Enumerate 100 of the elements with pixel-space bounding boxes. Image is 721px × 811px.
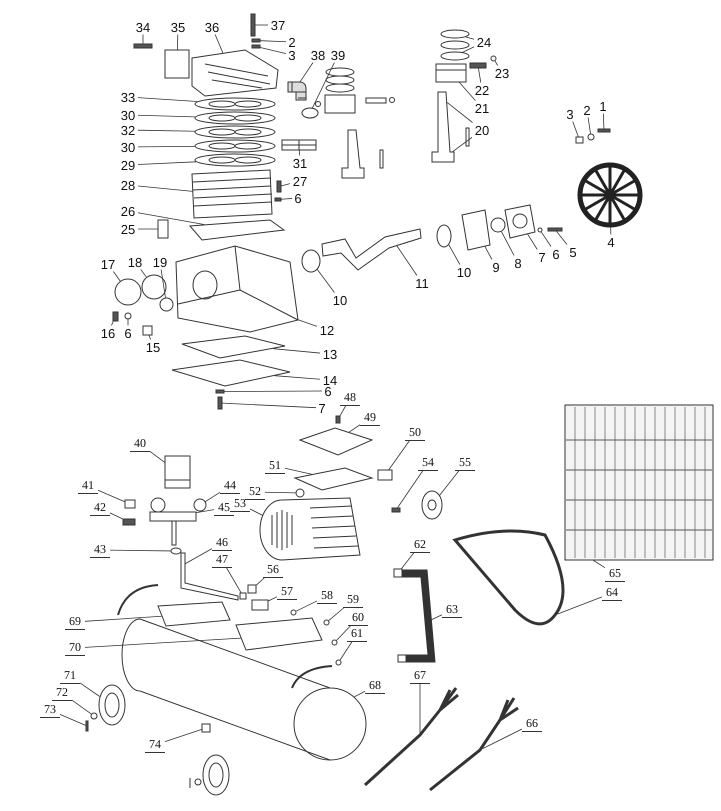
leader-line bbox=[148, 334, 151, 340]
leader-line bbox=[446, 102, 473, 123]
leader-line bbox=[556, 596, 602, 614]
nut bbox=[290, 610, 296, 616]
washer bbox=[216, 390, 224, 394]
pulley bbox=[422, 490, 442, 520]
leader-line bbox=[138, 146, 196, 148]
bolt bbox=[218, 396, 222, 410]
leader-line bbox=[458, 82, 476, 101]
leader-line bbox=[281, 183, 290, 186]
leader-line bbox=[176, 34, 178, 50]
callout-number: 18 bbox=[125, 254, 145, 270]
callout-number: 12 bbox=[317, 322, 337, 338]
callout-number: 4 bbox=[605, 234, 617, 250]
bolt bbox=[134, 44, 152, 48]
callout-number: 68 bbox=[365, 678, 385, 694]
nut bbox=[332, 640, 338, 646]
callout-number: 27 bbox=[290, 174, 310, 188]
leader-line bbox=[260, 40, 286, 42]
leader-line bbox=[540, 232, 552, 247]
callout-number: 19 bbox=[150, 254, 170, 270]
callout-number: 8 bbox=[512, 256, 524, 270]
callout-number: 44 bbox=[220, 478, 240, 494]
hose bbox=[398, 570, 436, 662]
gasket bbox=[194, 126, 276, 138]
leader-line bbox=[250, 508, 263, 516]
power-cable bbox=[428, 696, 520, 792]
callout-number: 56 bbox=[263, 562, 283, 578]
leader-line bbox=[397, 470, 424, 508]
leader-line bbox=[80, 682, 100, 697]
leader-line bbox=[112, 271, 121, 282]
callout-number: 29 bbox=[118, 158, 138, 172]
check-valve bbox=[252, 600, 268, 610]
callout-number: 70 bbox=[65, 640, 85, 656]
reed-valve bbox=[282, 140, 316, 150]
pin bbox=[250, 14, 256, 36]
breather-cap bbox=[158, 220, 168, 238]
electric-motor bbox=[260, 498, 360, 560]
cylinder-block bbox=[191, 169, 273, 219]
elbow-fitting bbox=[288, 82, 306, 100]
leader-line bbox=[138, 161, 197, 165]
pump-bracket bbox=[157, 601, 231, 627]
callout-number: 36 bbox=[202, 20, 222, 34]
leader-line bbox=[348, 424, 360, 433]
bolt bbox=[598, 128, 610, 132]
leader-line bbox=[478, 68, 482, 83]
callout-number: 2 bbox=[286, 34, 298, 50]
callout-number: 38 bbox=[308, 48, 328, 62]
leader-line bbox=[388, 440, 410, 470]
callout-number: 65 bbox=[605, 566, 625, 582]
terminal-box bbox=[293, 467, 374, 491]
leader-line bbox=[610, 226, 612, 235]
callout-number: 17 bbox=[98, 256, 118, 272]
leader-line bbox=[138, 97, 198, 102]
callout-number: 46 bbox=[212, 536, 232, 550]
callout-number: 10 bbox=[454, 264, 474, 280]
leader-line bbox=[431, 614, 442, 620]
leader-line bbox=[336, 625, 352, 641]
unloader-valve bbox=[194, 498, 206, 512]
piston-ring bbox=[440, 52, 470, 60]
gasket bbox=[461, 209, 491, 251]
callout-number: 39 bbox=[328, 48, 348, 62]
hose-fitting bbox=[394, 568, 402, 578]
leader-line bbox=[592, 560, 606, 568]
callout-number: 53 bbox=[230, 496, 250, 512]
leader-line bbox=[572, 121, 579, 138]
leader-line bbox=[98, 490, 125, 502]
washer bbox=[588, 134, 594, 140]
callout-number: 15 bbox=[143, 340, 163, 354]
callout-number: 35 bbox=[168, 20, 188, 34]
leader-line bbox=[328, 607, 345, 621]
callout-number: 69 bbox=[65, 614, 85, 630]
leader-line bbox=[60, 714, 86, 726]
gasket bbox=[142, 274, 166, 300]
callout-number: 30 bbox=[118, 108, 138, 122]
callout-number: 40 bbox=[130, 436, 150, 452]
callout-number: 50 bbox=[405, 426, 425, 440]
leader-line bbox=[110, 550, 171, 552]
callout-number: 54 bbox=[418, 456, 438, 470]
leader-line bbox=[296, 600, 318, 612]
fitting bbox=[240, 592, 246, 600]
leader-line bbox=[300, 62, 314, 82]
callout-number: 58 bbox=[317, 588, 337, 604]
callout-number: 63 bbox=[442, 602, 462, 618]
drain-plug bbox=[142, 326, 152, 336]
leader-line bbox=[298, 150, 300, 156]
bottom-plate bbox=[172, 360, 290, 387]
crankshaft bbox=[321, 228, 422, 271]
washer bbox=[252, 44, 260, 48]
valve-plate bbox=[194, 112, 276, 124]
leader-line bbox=[501, 231, 514, 256]
callout-number: 42 bbox=[90, 500, 110, 516]
callout-number: 72 bbox=[52, 686, 72, 700]
leader-line bbox=[462, 46, 474, 53]
callout-number: 7 bbox=[316, 400, 328, 416]
fitting bbox=[122, 518, 136, 526]
leader-line bbox=[280, 198, 292, 200]
callout-number: 30 bbox=[118, 140, 138, 154]
pipe bbox=[180, 552, 238, 601]
callout-number: 33 bbox=[118, 90, 138, 104]
